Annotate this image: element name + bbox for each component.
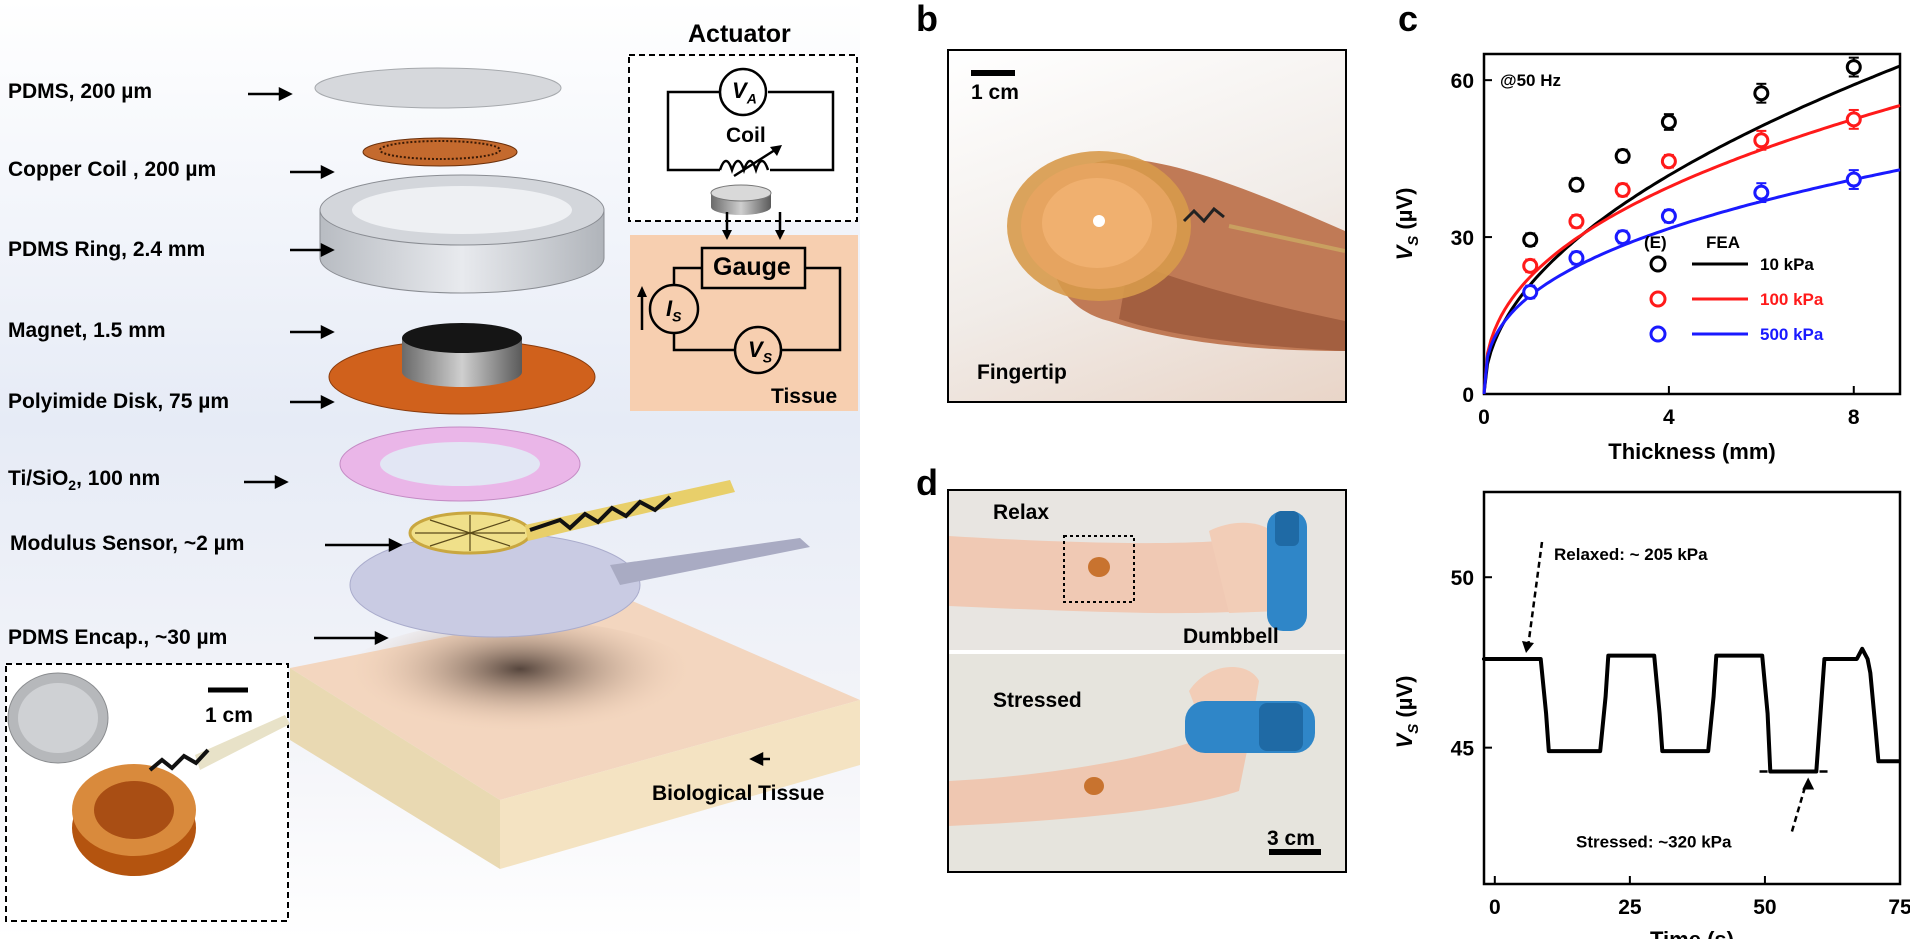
layer-label-polyimide: Polyimide Disk, 75 µm	[8, 390, 230, 413]
y-tick-label: 60	[1451, 70, 1474, 93]
y-axis-label: VS (µV)	[1392, 188, 1422, 261]
layer-label-pdms-encap: PDMS Encap., ~30 µm	[8, 626, 228, 649]
data-point	[1845, 59, 1862, 76]
data-point	[1522, 231, 1539, 248]
is-sub: S	[672, 308, 682, 325]
vs-sub: S	[762, 349, 773, 366]
legend-exp-header: (E)	[1644, 233, 1667, 252]
y-axis-label: VS (µV)	[1392, 676, 1422, 749]
data-point	[1845, 111, 1862, 128]
gauge-label: Gauge	[713, 253, 791, 281]
layer-label-copper-coil: Copper Coil , 200 µm	[8, 158, 217, 181]
x-tick-label: 50	[1753, 896, 1776, 919]
is-main: I	[666, 296, 673, 321]
inset-scale-label: 1 cm	[205, 704, 253, 727]
x-tick-label: 8	[1848, 406, 1860, 429]
relaxed-arrow	[1526, 541, 1544, 648]
biological-tissue-label: Biological Tissue	[652, 782, 825, 805]
panel-letter-b: b	[916, 0, 938, 39]
legend-label: 500 kPa	[1760, 325, 1824, 344]
vs-main: V	[748, 337, 763, 362]
fea-curve-2	[1482, 168, 1901, 395]
ti-sio2-tail: , 100 nm	[76, 467, 161, 490]
time-chart: 0 25 50 75 45 50Time (s) VS (µV) Relaxed: ~ 205…	[1392, 490, 1910, 939]
data-point	[1753, 132, 1770, 149]
data-point	[1568, 176, 1585, 193]
legend-label: 100 kPa	[1760, 290, 1824, 309]
x-tick-label: 0	[1489, 896, 1501, 919]
dumbbell-label: Dumbbell	[1183, 625, 1279, 648]
data-point	[1568, 213, 1585, 230]
tissue-box-label: Tissue	[771, 385, 838, 408]
fea-curve-0	[1482, 64, 1901, 395]
stressed-label: Stressed	[993, 689, 1082, 712]
relaxed-annotation: Relaxed: ~ 205 kPa	[1554, 545, 1708, 564]
ti-sio2-sub: 2	[68, 477, 77, 494]
y-tick-label: 30	[1451, 227, 1474, 250]
fingertip-caption: Fingertip	[977, 361, 1067, 384]
legend-fea-header: FEA	[1706, 233, 1740, 252]
va-label: VA	[732, 78, 757, 106]
x-tick-label: 0	[1478, 406, 1490, 429]
forearm-scale-label: 3 cm	[1267, 827, 1315, 850]
layer-label-pdms-ring: PDMS Ring, 2.4 mm	[8, 238, 206, 261]
plot-frame	[1482, 52, 1902, 396]
x-tick-label: 75	[1888, 896, 1910, 919]
layer-label-pdms: PDMS, 200 µm	[8, 80, 152, 103]
exploded-device-illustration	[0, 0, 860, 939]
signal-trace	[1484, 646, 1900, 774]
actuator-title: Actuator	[688, 20, 791, 48]
fingertip-scale-label: 1 cm	[971, 81, 1019, 104]
layer-label-ti-sio2: Ti/SiO2, 100 nm	[8, 467, 160, 493]
data-point	[1660, 208, 1677, 225]
data-point	[1753, 85, 1770, 102]
fea-curve-1	[1482, 104, 1901, 395]
data-point	[1522, 257, 1539, 274]
relaxed-arrowhead	[1522, 641, 1534, 654]
legend-label: 10 kPa	[1760, 255, 1814, 274]
legend-marker	[1649, 325, 1667, 343]
va-main: V	[732, 78, 747, 103]
is-label: IS	[666, 296, 681, 324]
ti-sio2-main: Ti/SiO	[8, 467, 69, 490]
y-tick-label: 0	[1462, 384, 1474, 407]
data-point	[1753, 184, 1770, 201]
data-point	[1522, 284, 1539, 300]
layer-label-magnet: Magnet, 1.5 mm	[8, 319, 166, 342]
panel-letter-c: c	[1398, 0, 1419, 39]
data-point	[1568, 250, 1585, 266]
x-tick-label: 4	[1663, 406, 1675, 429]
stressed-arrow	[1790, 785, 1807, 832]
panel-letter-d: d	[916, 462, 938, 503]
fingertip-drawing	[971, 70, 1345, 351]
y-tick-label: 50	[1451, 567, 1474, 590]
plot-frame	[1482, 490, 1902, 886]
layer-label-modulus-sensor: Modulus Sensor, ~2 µm	[10, 532, 245, 555]
x-axis-label: Thickness (mm)	[1608, 439, 1776, 464]
fingertip-photo: 1 cm Fingertip	[947, 49, 1347, 403]
relax-label: Relax	[993, 501, 1050, 524]
data-point	[1614, 182, 1631, 198]
va-sub: A	[746, 90, 757, 107]
coil-label: Coil	[726, 124, 766, 147]
vs-label: VS	[748, 337, 772, 365]
data-point	[1660, 153, 1677, 170]
forearm-photo: Relax Dumbbell Stressed 3 cm	[947, 489, 1347, 873]
chart-annotation: @50 Hz	[1500, 71, 1561, 90]
y-tick-label: 45	[1451, 738, 1475, 761]
x-axis-label: Time (s)	[1650, 927, 1734, 939]
stressed-arrowhead	[1802, 777, 1815, 790]
data-point	[1614, 148, 1631, 164]
x-tick-label: 25	[1618, 896, 1642, 919]
legend-marker	[1649, 255, 1667, 273]
legend-marker	[1649, 290, 1667, 308]
data-point	[1660, 114, 1677, 130]
data-point	[1845, 171, 1862, 188]
stressed-annotation: Stressed: ~320 kPa	[1576, 833, 1732, 852]
forearm-drawing	[949, 491, 1345, 871]
data-point	[1614, 229, 1631, 246]
